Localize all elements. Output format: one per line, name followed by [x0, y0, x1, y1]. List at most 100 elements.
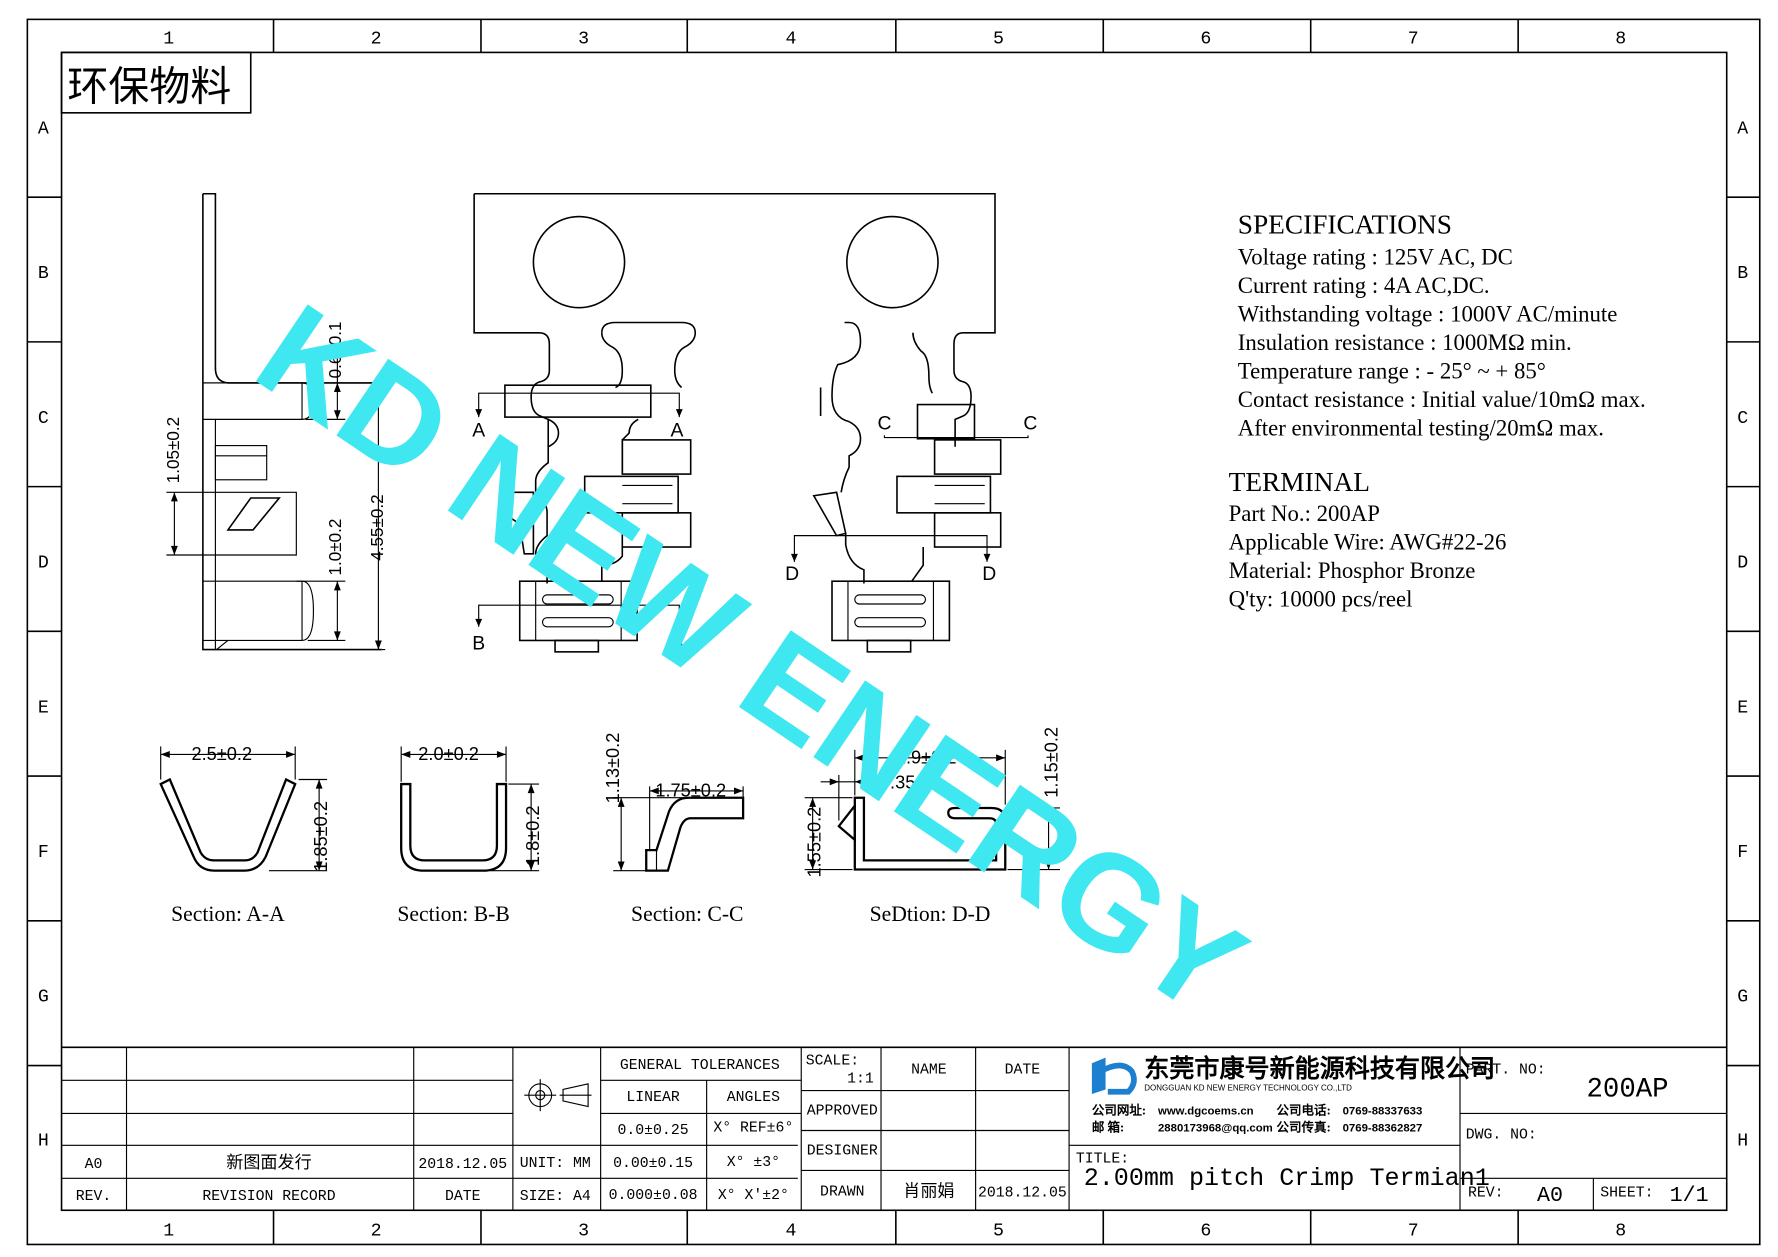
designer-label: DESIGNER	[807, 1143, 878, 1159]
dim-dd-hook-height: 1.15±0.2	[1041, 727, 1062, 798]
zone-col-bottom-8: 8	[1615, 1221, 1626, 1241]
zone-row-right-f: F	[1737, 843, 1748, 863]
specifications-block: SPECIFICATIONS Voltage rating : 125V AC,…	[1238, 210, 1646, 441]
zone-col-top-4: 4	[786, 29, 797, 49]
terminal-line: Q'ty: 10000 pcs/reel	[1229, 586, 1413, 611]
dim-1-05: 1.05±0.2	[164, 417, 183, 483]
zone-row-left-d: D	[38, 554, 49, 574]
name-header: NAME	[911, 1063, 947, 1079]
side-view-dimensions	[166, 353, 386, 651]
dim-aa-width: 2.5±0.2	[191, 743, 252, 764]
spec-line: Contact resistance : Initial value/10mΩ …	[1238, 387, 1646, 412]
section-c-c	[613, 786, 745, 872]
linear-tol-3: 0.000±0.08	[609, 1188, 698, 1204]
zone-col-bottom-5: 5	[993, 1221, 1004, 1241]
spec-line: Insulation resistance : 1000MΩ min.	[1238, 330, 1572, 355]
zone-row-right-d: D	[1737, 554, 1748, 574]
rev-record: 新图面发行	[226, 1153, 311, 1172]
approved-label: APPROVED	[807, 1104, 878, 1120]
sheet-label: SHEET:	[1600, 1186, 1653, 1202]
top-view	[473, 192, 1002, 653]
angle-tol-2: X° ±3°	[727, 1155, 780, 1171]
dim-0-6: 0.6±0.1	[326, 321, 345, 378]
zone-row-right-g: G	[1737, 988, 1748, 1008]
zone-row-right-b: B	[1737, 264, 1748, 284]
caption-section-cc: Section: C-C	[631, 902, 743, 926]
zone-col-top-5: 5	[993, 29, 1004, 49]
dim-dd-height: 1.55±0.2	[804, 807, 825, 878]
drawn-label: DRAWN	[820, 1184, 864, 1200]
specifications-heading: SPECIFICATIONS	[1238, 210, 1452, 240]
eco-stamp-text: 环保物料	[67, 63, 231, 109]
dim-cc-height: 1.13±0.2	[602, 733, 623, 804]
zone-col-bottom-6: 6	[1200, 1221, 1211, 1241]
unit-label: UNIT: MM	[520, 1156, 591, 1172]
zone-row-right-c: C	[1737, 409, 1748, 429]
terminal-line: Applicable Wire: AWG#22-26	[1229, 529, 1507, 554]
rev-number: A0	[1537, 1183, 1563, 1208]
part-no-label: PART. NO:	[1466, 1063, 1546, 1079]
section-b-b	[400, 746, 540, 872]
angle-tol-3: X° X'±2°	[718, 1188, 789, 1204]
general-tolerances: GENERAL TOLERANCES	[620, 1058, 780, 1074]
sheet-number: 1/1	[1670, 1183, 1709, 1208]
spec-line: Voltage rating : 125V AC, DC	[1238, 244, 1513, 269]
dim-4-55: 4.55±0.2	[368, 494, 387, 560]
linear-tol-2: 0.00±0.15	[613, 1156, 693, 1172]
zone-col-bottom-2: 2	[371, 1221, 382, 1241]
zone-row-left-g: G	[38, 988, 49, 1008]
zone-row-left-f: F	[38, 843, 49, 863]
spec-line: Current rating : 4A AC,DC.	[1238, 273, 1490, 298]
company-mail-label: 邮 箱:	[1092, 1120, 1124, 1135]
zone-col-top-7: 7	[1408, 29, 1419, 49]
cut-label-b-right: B	[671, 633, 684, 655]
zone-col-bottom-7: 7	[1408, 1221, 1419, 1241]
side-view	[202, 192, 382, 651]
revision-record-header: REVISION RECORD	[202, 1189, 335, 1205]
spec-line: After environmental testing/20mΩ max.	[1238, 415, 1604, 440]
angle-tol-1: X° REF±6°	[713, 1121, 793, 1137]
drawn-name: 肖丽娟	[903, 1182, 954, 1201]
size-label: SIZE: A4	[520, 1189, 591, 1205]
zone-col-bottom-3: 3	[578, 1221, 589, 1241]
title-block	[61, 1046, 1727, 1211]
zone-col-top-3: 3	[578, 29, 589, 49]
cut-label-c-left: C	[877, 413, 891, 435]
dim-cc-width: 1.75±0.2	[655, 780, 726, 801]
cut-label-d-left: D	[785, 563, 799, 585]
spec-line: Temperature range : - 25° ~ + 85°	[1238, 358, 1546, 383]
dim-bb-height: 1.8±0.2	[522, 805, 543, 866]
sheet-border	[26, 18, 1761, 1246]
linear-header: LINEAR	[626, 1090, 679, 1106]
zone-row-right-h: H	[1737, 1131, 1748, 1151]
zone-row-left-c: C	[38, 409, 49, 429]
cut-label-c-right: C	[1023, 413, 1037, 435]
terminal-line: Part No.: 200AP	[1229, 501, 1380, 526]
company-tel: 0769-88337633	[1343, 1106, 1423, 1118]
zone-col-top-6: 6	[1200, 29, 1211, 49]
spec-line: Withstanding voltage : 1000V AC/minute	[1238, 301, 1618, 326]
rev-label: REV:	[1468, 1186, 1504, 1202]
zone-row-left-h: H	[38, 1131, 49, 1151]
part-number: 200AP	[1587, 1074, 1669, 1105]
zone-row-right-e: E	[1737, 698, 1748, 718]
zone-col-top-1: 1	[163, 29, 174, 49]
drawn-date: 2018.12.05	[978, 1186, 1067, 1202]
dim-aa-height: 1.85±0.2	[310, 801, 331, 872]
angles-header: ANGLES	[727, 1090, 780, 1106]
zone-col-top-2: 2	[371, 29, 382, 49]
company-name-en: DONGGUAN KD NEW ENERGY TECHNOLOGY CO.,LT…	[1144, 1084, 1352, 1093]
rev-header: REV.	[76, 1189, 112, 1205]
zone-col-bottom-1: 1	[163, 1221, 174, 1241]
dim-1-0: 1.0±0.2	[326, 519, 345, 576]
date-header: DATE	[445, 1189, 481, 1205]
company-web: www.dgcoems.cn	[1157, 1106, 1254, 1118]
company-tel-label: 公司电话:	[1277, 1103, 1331, 1118]
caption-section-dd: SeDtion: D-D	[870, 902, 991, 926]
dim-dd-gap: 0.35	[880, 772, 915, 793]
watermark: KD NEW ENERGY	[232, 276, 1270, 1044]
scale-value: 1:1	[847, 1072, 874, 1088]
linear-tol-1: 0.0±0.25	[618, 1123, 689, 1139]
scale-label: SCALE:	[806, 1053, 859, 1069]
